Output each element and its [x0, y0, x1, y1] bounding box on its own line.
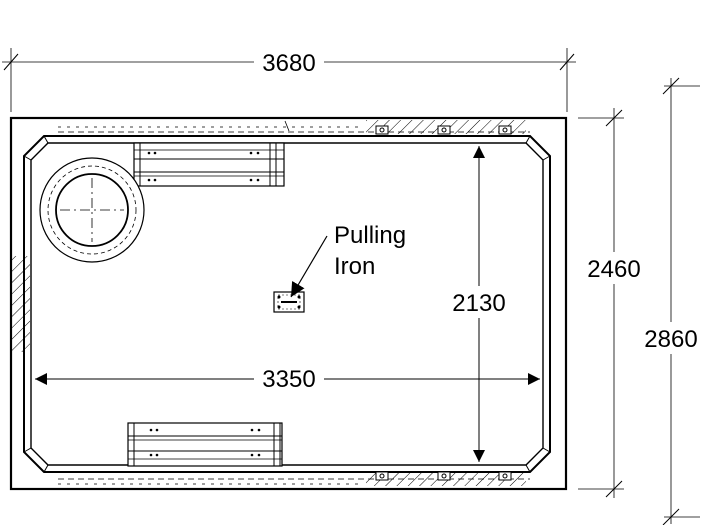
dimension-label-3680: 3680: [262, 50, 315, 77]
fixings-top: [375, 125, 512, 135]
dimension-label-3350: 3350: [262, 366, 315, 393]
pulling-iron-label-line2: Iron: [334, 253, 375, 280]
dimension-overall-width: 3680: [2, 48, 576, 112]
dimension-internal-width: 3350: [35, 364, 540, 394]
outer-wall: [9, 116, 568, 491]
dimension-label-2130: 2130: [452, 290, 505, 317]
top-bracket: [133, 142, 285, 187]
fixings-bottom: [375, 471, 512, 481]
pulling-iron-label-line1: Pulling: [334, 222, 406, 249]
pulling-iron-leader: [290, 235, 328, 298]
hatched-wall-left: [12, 256, 30, 352]
dimension-internal-height: 2130: [444, 146, 514, 462]
dimension-label-2860: 2860: [644, 326, 697, 353]
corner-chamfers: [23, 135, 551, 473]
dimension-overall-height: 2860: [640, 77, 701, 525]
dimension-inner-height: 2460: [578, 108, 645, 498]
duct-circle: [39, 157, 145, 263]
pulling-iron-plate: [273, 291, 305, 313]
dimension-label-2460: 2460: [587, 256, 640, 283]
bottom-bracket: [127, 422, 283, 467]
